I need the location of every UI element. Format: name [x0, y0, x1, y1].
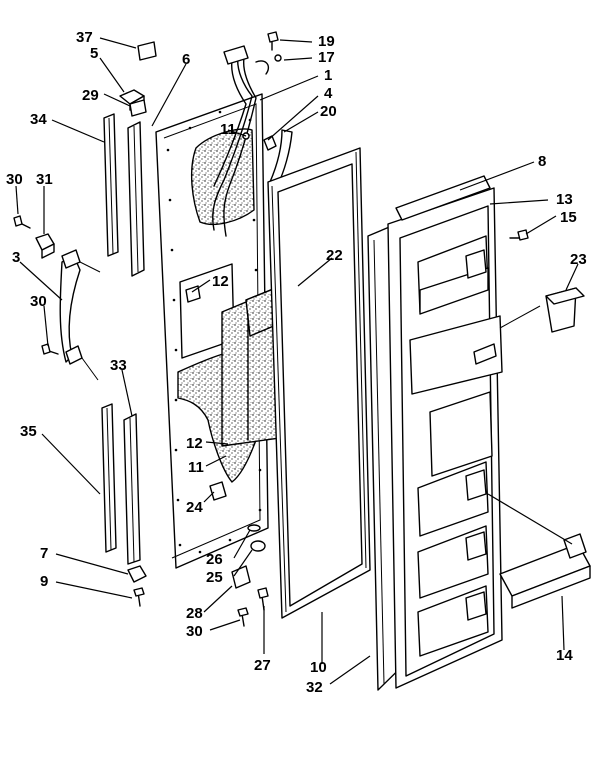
callout-37: 37	[76, 29, 93, 46]
callout-35: 35	[20, 423, 37, 440]
callout-11-lower: 11	[188, 459, 204, 476]
trim-strip-34	[103, 113, 119, 257]
callout-23: 23	[570, 251, 587, 268]
clip-17	[274, 54, 282, 62]
upper-foam-insulation	[191, 128, 255, 226]
callout-17: 17	[318, 49, 335, 66]
handle-cap-31	[35, 233, 55, 259]
trim-strip-6	[127, 121, 145, 277]
screw-30-lower	[41, 343, 59, 355]
callout-1: 1	[324, 67, 332, 84]
callout-24: 24	[186, 499, 203, 516]
door-shelf-14	[499, 533, 591, 609]
callout-19: 19	[318, 33, 335, 50]
callout-20: 20	[320, 103, 337, 120]
inner-door-liner-8	[387, 187, 503, 689]
screw-30-upper	[13, 215, 31, 229]
callout-28: 28	[186, 605, 203, 622]
screw-30-bottom	[237, 607, 249, 627]
switch-24	[209, 481, 227, 501]
callout-labels: 37 5 29 6 19 17 1 4 20 11 34 8 30 31 13 …	[6, 29, 587, 696]
callout-3: 3	[12, 249, 20, 266]
callout-25: 25	[206, 569, 223, 586]
hinge-7	[127, 565, 147, 583]
ice-cup-23	[499, 287, 585, 333]
callout-13: 13	[556, 191, 573, 208]
callout-5: 5	[90, 45, 98, 62]
callout-9: 9	[40, 573, 48, 590]
screw-15	[509, 229, 529, 241]
door-handle-3	[59, 249, 101, 381]
callout-15: 15	[560, 209, 577, 226]
callout-10: 10	[310, 659, 327, 676]
label-plate-37	[137, 41, 157, 61]
callout-30-mid: 30	[30, 293, 47, 310]
bushing-4	[263, 135, 277, 151]
callout-30-top: 30	[6, 171, 23, 188]
callout-31: 31	[36, 171, 53, 188]
trim-strip-35	[101, 403, 117, 553]
hinge-28	[231, 565, 251, 589]
callout-29: 29	[82, 87, 99, 104]
screw-19	[267, 31, 279, 51]
bushing-26	[247, 524, 261, 532]
callout-33: 33	[110, 357, 127, 374]
callout-11-upper: 11	[220, 121, 236, 138]
callout-8: 8	[538, 153, 546, 170]
callout-32: 32	[306, 679, 323, 696]
callout-27: 27	[254, 657, 271, 674]
door-gasket-10	[267, 147, 371, 619]
callout-30-bottom: 30	[186, 623, 203, 640]
cam-25	[250, 540, 266, 552]
callout-4: 4	[324, 85, 333, 102]
callout-7: 7	[40, 545, 48, 562]
callout-12-upper: 12	[212, 273, 229, 290]
callout-26: 26	[206, 551, 223, 568]
callout-12-lower: 12	[186, 435, 203, 452]
trim-strip-33	[123, 413, 141, 565]
callout-6: 6	[182, 51, 190, 68]
callout-34: 34	[30, 111, 47, 128]
leader-lines	[15, 37, 579, 685]
callout-14: 14	[556, 647, 573, 664]
screw-9	[133, 587, 145, 607]
callout-22: 22	[326, 247, 343, 264]
screw-27	[257, 587, 269, 611]
hinge-29	[129, 99, 147, 117]
